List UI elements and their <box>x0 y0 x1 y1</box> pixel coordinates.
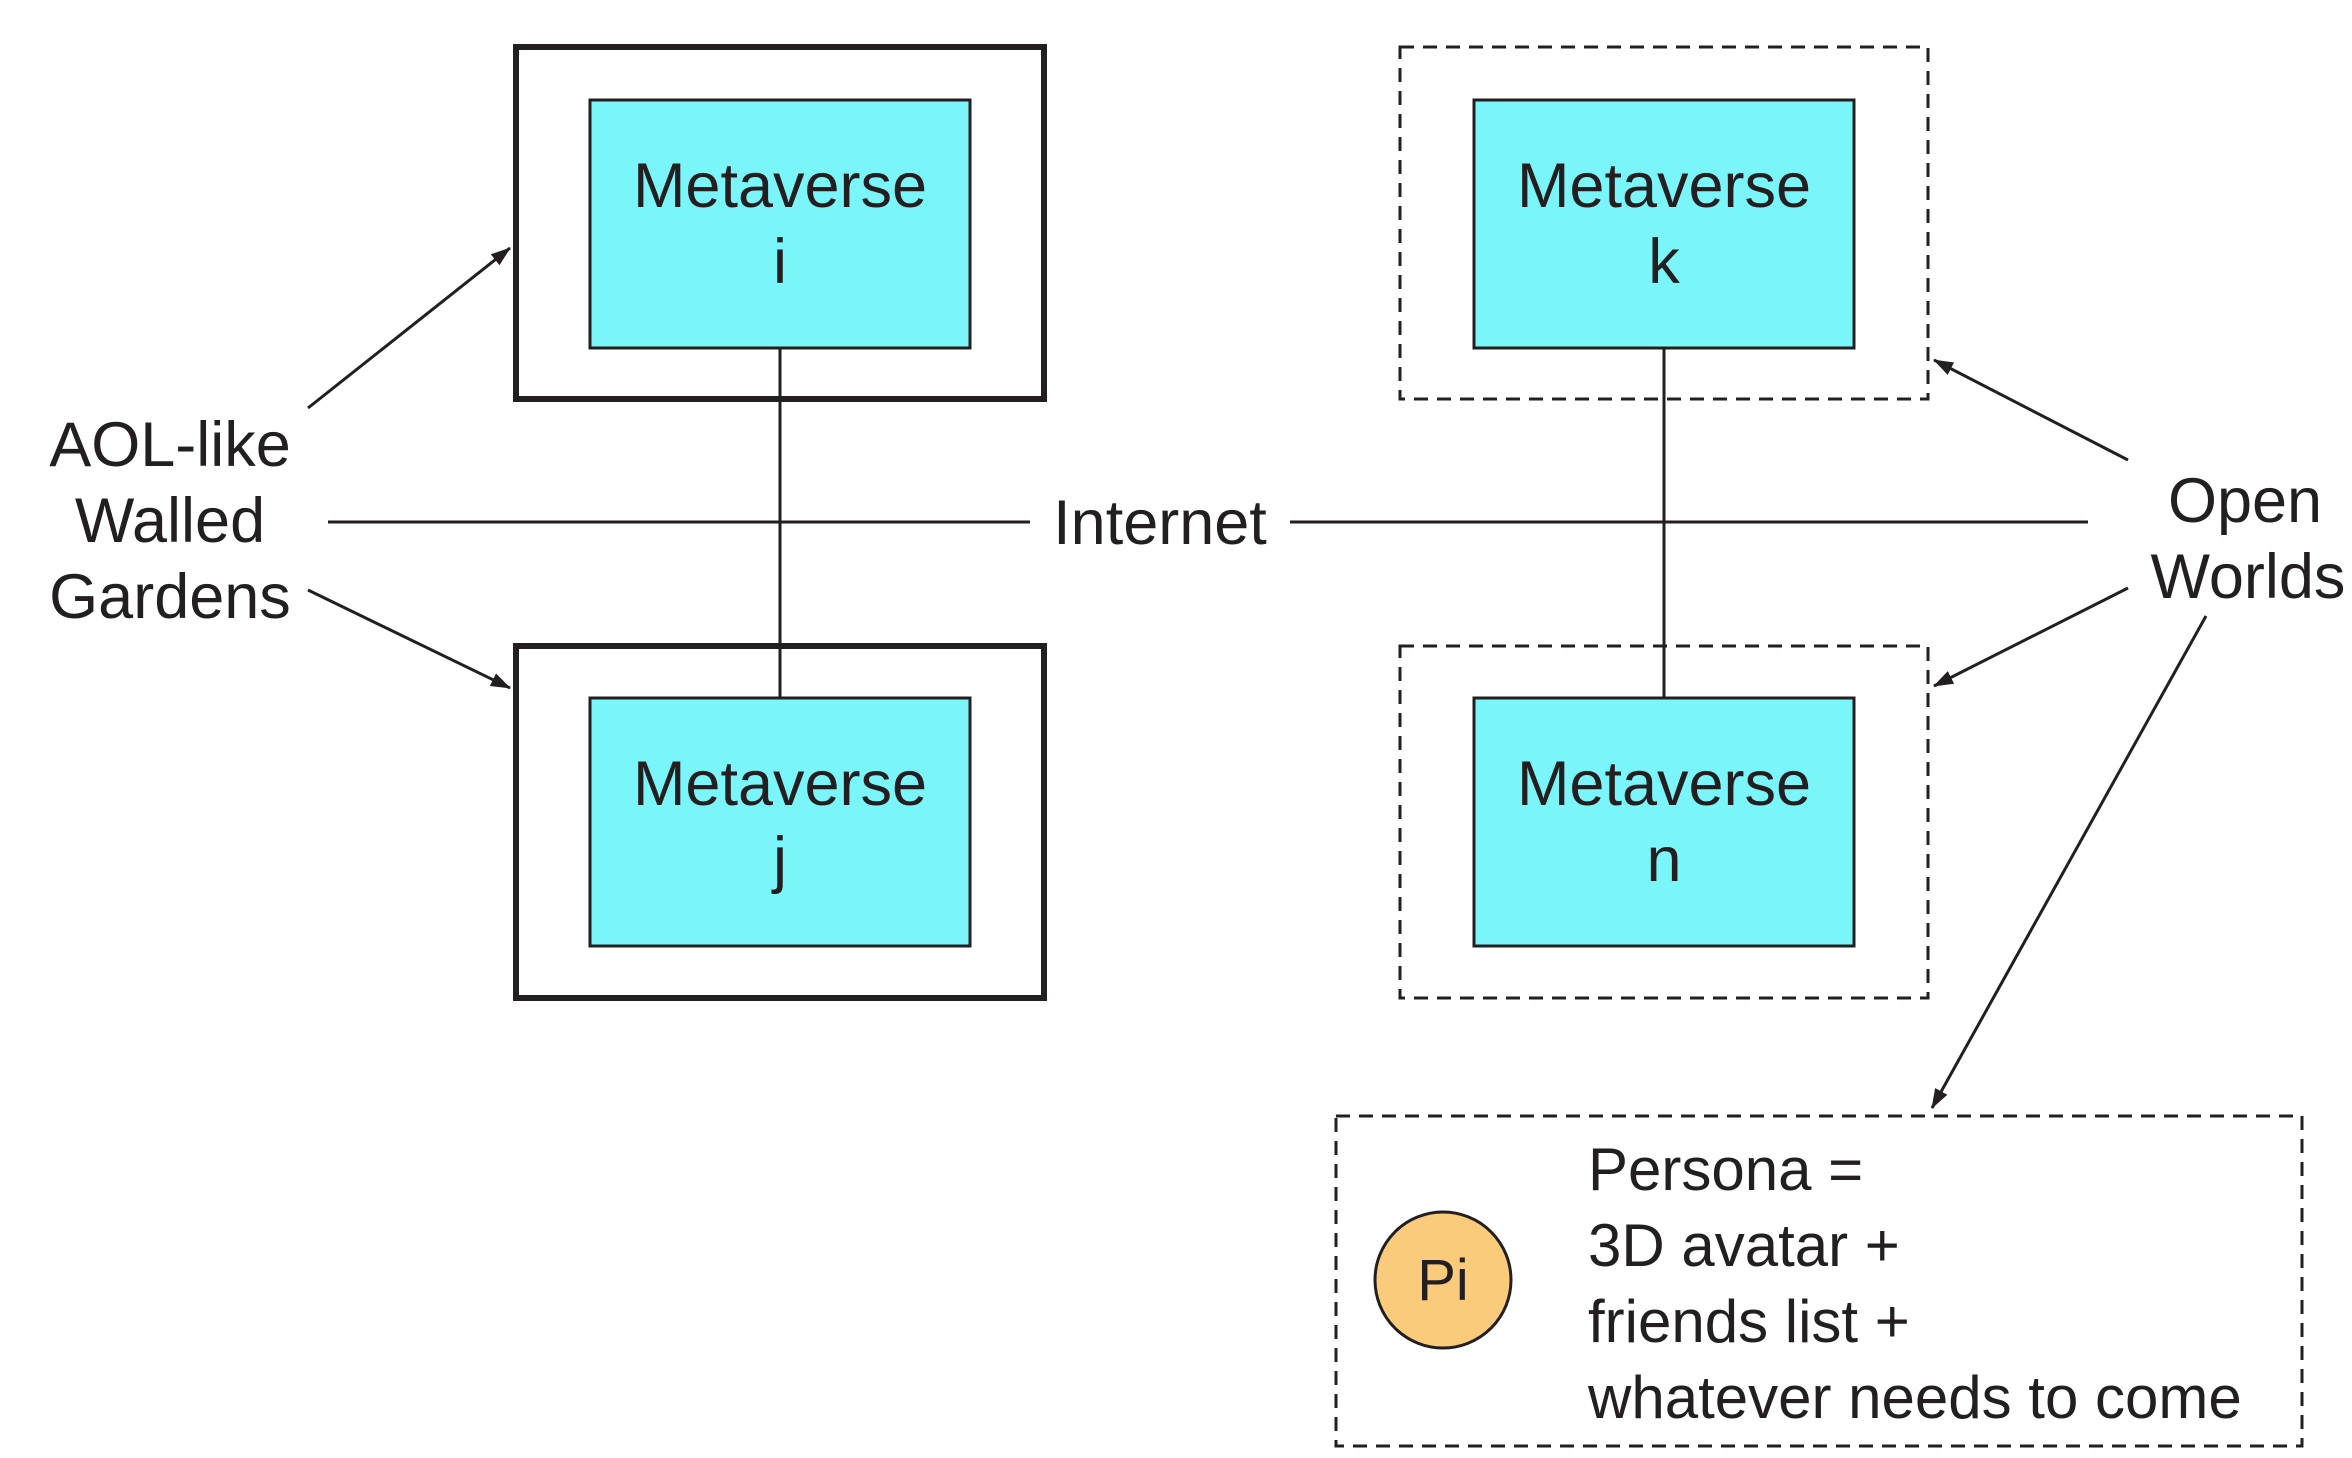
persona-line3: friends list + <box>1588 1288 1910 1355</box>
walled-gardens-line2: Walled <box>75 486 265 556</box>
metaverse-box-n: Metaverse n <box>1472 696 1856 948</box>
metaverse-box-k: Metaverse k <box>1472 98 1856 350</box>
walled-gardens-arrow-top <box>307 246 511 410</box>
persona-box: Pi Persona = 3D avatar + friends list + … <box>1334 1114 2304 1448</box>
metaverse-k-id: k <box>1648 227 1680 297</box>
open-worlds-arrow-middle <box>1933 586 2129 688</box>
persona-line1: Persona = <box>1588 1136 1863 1203</box>
persona-line2: 3D avatar + <box>1588 1212 1900 1279</box>
metaverse-j-title: Metaverse <box>633 749 927 819</box>
open-worlds-arrow-top <box>1933 358 2129 462</box>
metaverse-box-j: Metaverse j <box>588 696 972 948</box>
open-worlds-arrow-persona <box>1930 615 2208 1109</box>
open-worlds-line1: Open <box>2168 466 2322 536</box>
persona-line4: whatever needs to come <box>1587 1364 2242 1431</box>
metaverse-n-title: Metaverse <box>1517 749 1811 819</box>
persona-badge-text: Pi <box>1417 1248 1469 1313</box>
metaverse-box-i: Metaverse i <box>588 98 972 350</box>
walled-gardens-label: AOL-like Walled Gardens <box>49 410 291 632</box>
metaverse-j-id: j <box>771 825 787 895</box>
open-world-frame-k <box>1398 45 1930 401</box>
walled-gardens-arrow-bottom <box>307 588 511 690</box>
open-worlds-label: Open Worlds <box>2151 466 2346 612</box>
metaverse-i-title: Metaverse <box>633 151 927 221</box>
metaverse-i-id: i <box>773 227 787 297</box>
metaverse-n-id: n <box>1646 825 1681 895</box>
open-worlds-line2: Worlds <box>2151 542 2346 612</box>
internet-label: Internet <box>1053 488 1267 558</box>
walled-gardens-line3: Gardens <box>49 562 291 632</box>
metaverse-k-title: Metaverse <box>1517 151 1811 221</box>
walled-gardens-line1: AOL-like <box>49 410 291 480</box>
persona-badge: Pi <box>1373 1210 1513 1350</box>
